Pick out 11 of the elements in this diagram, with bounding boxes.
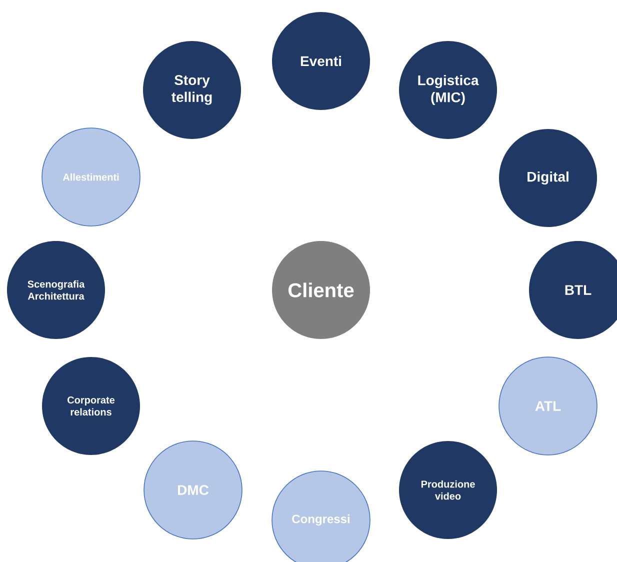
circle-node: ATL	[498, 356, 598, 456]
circle-node: Story telling	[143, 41, 241, 139]
circle-node: Scenografia Architettura	[7, 241, 105, 339]
circle-node: DMC	[144, 440, 242, 540]
circle-node: Allestimenti	[42, 128, 140, 226]
circle-node: Eventi	[272, 12, 370, 110]
circle-node: Logistica (MIC)	[399, 41, 497, 139]
circle-node: Congressi	[272, 470, 370, 562]
circle-node: Corporate relations	[42, 357, 140, 455]
circle-node: Digital	[499, 129, 597, 227]
circle-node: Produzione video	[399, 441, 497, 539]
